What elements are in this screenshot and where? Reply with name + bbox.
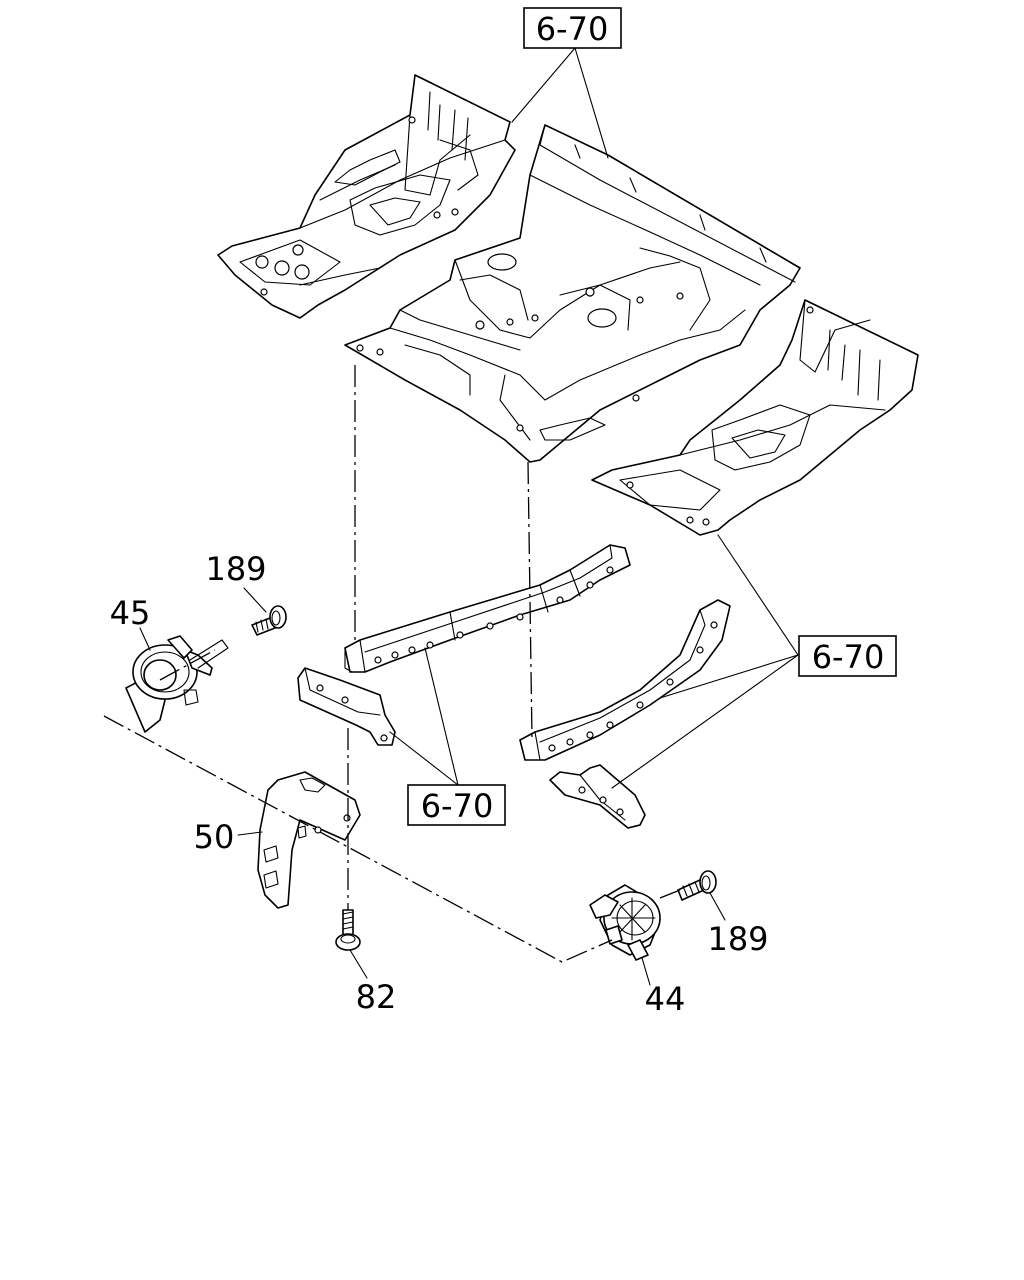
callout-bolt-189-right: 189: [707, 920, 768, 958]
leader-lines: [139, 47, 799, 986]
callout-ref-right-label: 6-70: [812, 638, 885, 676]
callout-horn-44: 44: [645, 980, 686, 1018]
callout-bolt-189-upper: 189: [205, 550, 266, 588]
bolt-189-upper: [251, 605, 287, 636]
bolt-82: [335, 909, 361, 951]
callout-bracket-50: 50: [194, 818, 235, 856]
left-frame-rail: [344, 544, 631, 673]
callout-horn-45: 45: [110, 594, 151, 632]
right-floor-panel: [591, 299, 919, 536]
bracket-50: [257, 771, 361, 909]
horn-44: [589, 884, 661, 961]
bolt-189-right: [677, 870, 717, 901]
right-crossmember-bracket: [549, 764, 646, 829]
horn-45: [125, 635, 229, 733]
callout-ref-middle: 6-70: [407, 784, 506, 826]
callout-bolt-82: 82: [356, 978, 397, 1016]
callout-ref-middle-label: 6-70: [421, 787, 494, 825]
assembly-lines: [103, 365, 681, 963]
callout-ref-top: 6-70: [523, 7, 622, 49]
center-floor-panel: [344, 124, 801, 463]
callout-ref-right: 6-70: [798, 635, 897, 677]
left-floor-panel: [217, 74, 516, 319]
callout-ref-top-label: 6-70: [536, 10, 609, 48]
left-crossmember-bracket: [297, 667, 396, 746]
right-frame-rail: [519, 599, 731, 761]
